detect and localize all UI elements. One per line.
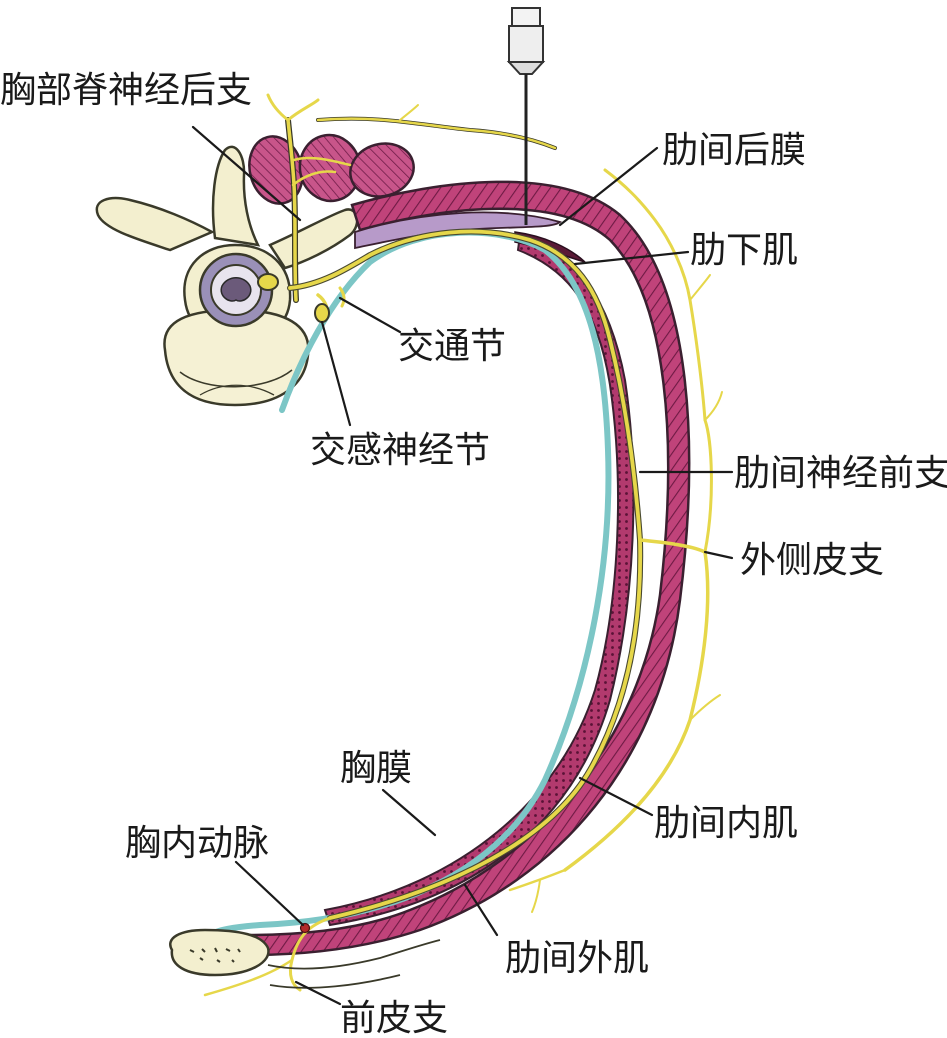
injection-needle bbox=[506, 7, 546, 225]
label-internal-thoracic-artery: 胸内动脉 bbox=[125, 823, 269, 864]
leader-lines bbox=[191, 125, 734, 1006]
label-subcostal-muscle: 肋下肌 bbox=[690, 230, 798, 271]
label-external-intercostal-muscle: 肋间外肌 bbox=[505, 938, 649, 979]
anterior-tissue bbox=[267, 939, 441, 989]
sternum bbox=[169, 928, 270, 977]
label-lateral-cutaneous-branch: 外侧皮支 bbox=[740, 540, 884, 581]
nerves bbox=[203, 93, 723, 997]
label-sympathetic-ganglion: 交感神经节 bbox=[310, 430, 490, 471]
label-anterior-cutaneous-branch: 前皮支 bbox=[340, 998, 448, 1038]
label-intercostal-nerve-anterior-branch: 肋间神经前支 bbox=[734, 453, 947, 494]
internal-intercostal-muscle bbox=[323, 233, 635, 927]
label-posterior-intercostal-membrane: 肋间后膜 bbox=[662, 130, 806, 171]
label-internal-intercostal-muscle: 肋间内肌 bbox=[654, 803, 798, 844]
label-pleura: 胸膜 bbox=[340, 748, 412, 789]
label-thoracic-dorsal-branch: 胸部脊神经后支 bbox=[0, 70, 252, 111]
label-rami-communicantes: 交通节 bbox=[398, 326, 506, 367]
dorsal-root-ganglion bbox=[257, 273, 279, 291]
labels: 胸部脊神经后支 肋间后膜 肋下肌 交通节 交感神经节 肋间神经前支 外侧皮支 胸… bbox=[0, 70, 947, 1038]
sympathetic-ganglion bbox=[314, 303, 330, 323]
